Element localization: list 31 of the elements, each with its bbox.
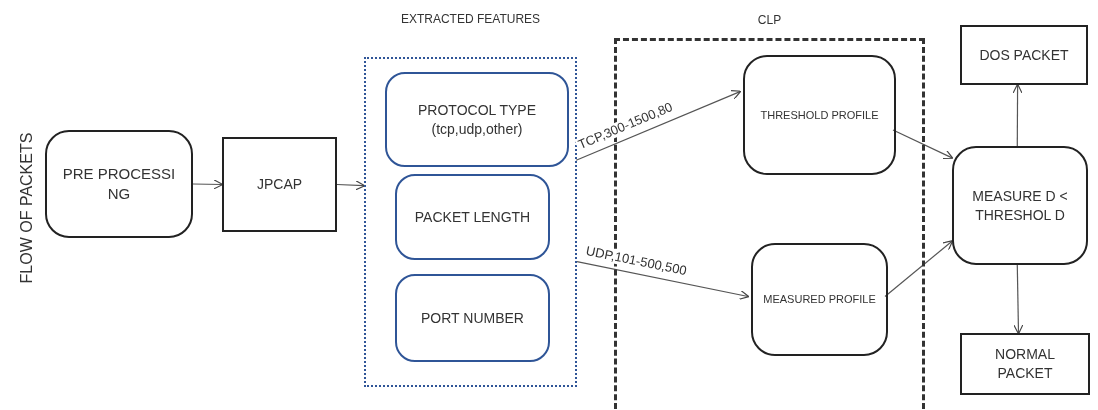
side-label: FLOW OF PACKETS bbox=[17, 132, 36, 284]
box-label: DOS PACKET bbox=[978, 45, 1070, 65]
group-heading: EXTRACTED FEATURES bbox=[399, 12, 542, 26]
box-label: NORMAL PACKET bbox=[994, 345, 1056, 383]
feature-box bbox=[395, 174, 550, 260]
arrow bbox=[1012, 83, 1023, 147]
arrow bbox=[575, 90, 742, 161]
process-box bbox=[45, 130, 193, 238]
group-heading: CLP bbox=[756, 13, 783, 27]
arrow bbox=[192, 179, 224, 190]
process-box bbox=[743, 55, 896, 175]
process-box bbox=[952, 146, 1088, 265]
box-label: THRESHOLD PROFILE bbox=[759, 107, 880, 123]
process-box bbox=[960, 333, 1090, 395]
arrow bbox=[576, 261, 750, 300]
box-label: PRE PROCESSI NG bbox=[61, 163, 177, 204]
arrow bbox=[1013, 264, 1024, 335]
box-label: MEASURE D < THRESHOL D bbox=[971, 186, 1069, 225]
arrow bbox=[336, 180, 366, 191]
arrow bbox=[884, 240, 954, 298]
box-label: PROTOCOL TYPE (tcp,udp,other) bbox=[417, 100, 537, 139]
process-box bbox=[960, 25, 1088, 85]
box-label: MEASURED PROFILE bbox=[762, 292, 877, 307]
arrow bbox=[892, 129, 954, 160]
box-label: PORT NUMBER bbox=[420, 308, 525, 328]
process-box bbox=[751, 243, 888, 356]
process-box bbox=[222, 137, 337, 232]
box-label: PACKET LENGTH bbox=[413, 207, 532, 227]
box-label: JPCAP bbox=[255, 175, 304, 194]
feature-box bbox=[395, 274, 550, 362]
feature-box bbox=[385, 72, 569, 167]
